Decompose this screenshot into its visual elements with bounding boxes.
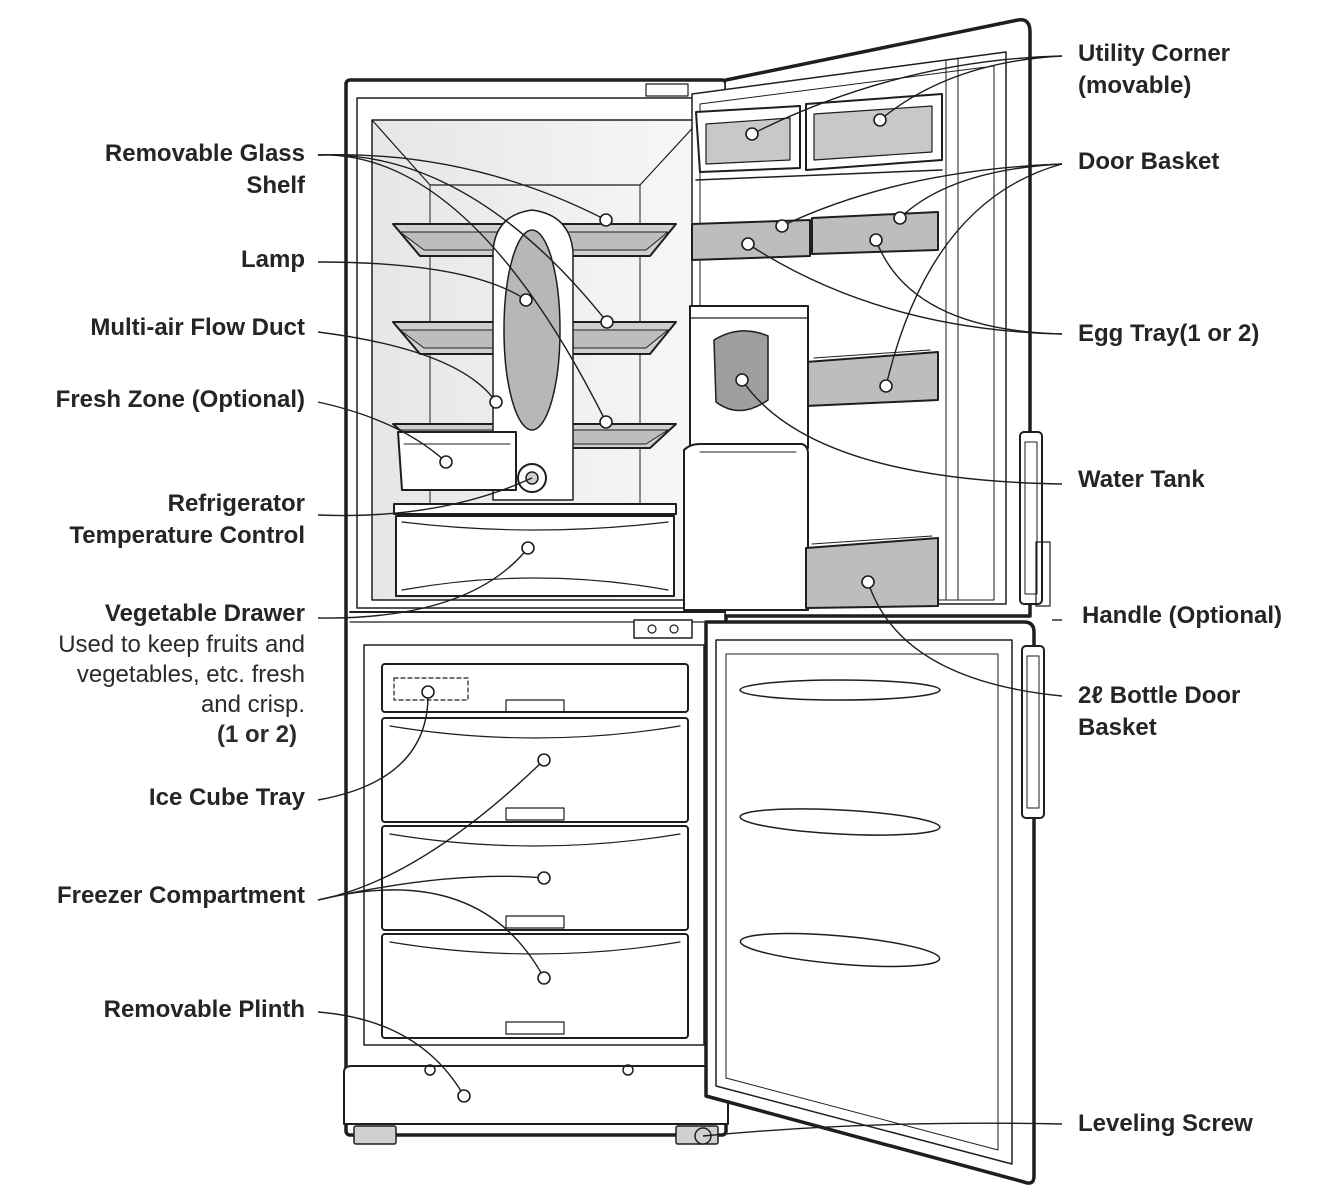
- label-door-basket: Door Basket: [1078, 148, 1220, 175]
- label-line: Removable Glass: [104, 140, 305, 167]
- label-line: Temperature Control: [69, 522, 305, 549]
- label-multi-air-flow-duct: Multi-air Flow Duct: [90, 314, 305, 341]
- lamp-cover: [503, 229, 561, 431]
- label-fresh-zone: Fresh Zone (Optional): [55, 386, 305, 413]
- label-vegetable-drawer: Vegetable Drawer: [104, 600, 305, 627]
- label-temperature-control: Refrigerator Temperature Control: [69, 488, 305, 552]
- freezer-drawers: [381, 663, 689, 1039]
- plinth: [343, 1065, 729, 1125]
- label-bottle-door-basket: 2ℓ Bottle Door Basket: [1078, 680, 1240, 744]
- label-line: Utility Corner: [1078, 40, 1231, 67]
- note-line: and crisp.: [200, 691, 305, 718]
- label-ice-cube-tray: Ice Cube Tray: [148, 784, 305, 811]
- label-removable-plinth: Removable Plinth: [103, 996, 305, 1023]
- freezer-door: [704, 620, 1036, 1185]
- label-removable-glass-shelf: Removable Glass Shelf: [105, 138, 305, 202]
- vegetable-drawer-note: Used to keep fruits and vegetables, etc.…: [58, 630, 305, 750]
- label-water-tank: Water Tank: [1078, 466, 1205, 493]
- label-line: (movable): [1078, 72, 1192, 99]
- label-line: Refrigerator: [167, 490, 305, 517]
- label-leveling-screw: Leveling Screw: [1078, 1110, 1253, 1137]
- label-handle: Handle (Optional): [1082, 602, 1282, 629]
- label-utility-corner: Utility Corner (movable): [1078, 38, 1230, 102]
- label-line: Shelf: [246, 172, 305, 199]
- note-line: Used to keep fruits and: [58, 631, 305, 658]
- note-count: (1 or 2): [216, 721, 297, 748]
- label-line: 2ℓ Bottle Door: [1078, 682, 1241, 709]
- note-line: vegetables, etc. fresh: [76, 661, 305, 688]
- label-line: Basket: [1078, 714, 1157, 741]
- label-egg-tray: Egg Tray(1 or 2): [1078, 320, 1260, 347]
- label-lamp: Lamp: [240, 246, 305, 273]
- label-freezer-compartment: Freezer Compartment: [56, 882, 305, 909]
